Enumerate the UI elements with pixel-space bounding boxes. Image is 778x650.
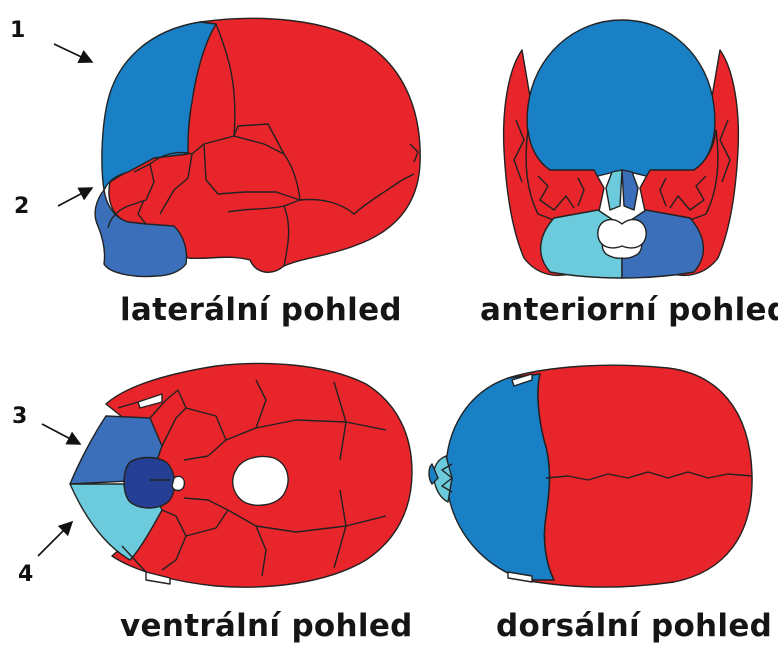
ventral-view-label: ventrální pohled bbox=[120, 608, 413, 644]
ventral-view-skull bbox=[66, 360, 416, 590]
marker-2-number: 2 bbox=[14, 194, 29, 219]
anterior-nasal-opening bbox=[598, 220, 646, 248]
lateral-view-label: laterální pohled bbox=[120, 292, 402, 328]
marker-3-number: 3 bbox=[12, 404, 27, 429]
dorsal-view-label: dorsální pohled bbox=[496, 608, 772, 644]
marker-1-arrow bbox=[54, 44, 92, 62]
lateral-view-skull bbox=[88, 14, 428, 276]
ventral-foramen-magnum bbox=[233, 457, 288, 506]
anterior-view-skull bbox=[494, 10, 750, 282]
ventral-palatine bbox=[124, 458, 175, 509]
dorsal-view-skull bbox=[428, 360, 758, 590]
anterior-view-label: anteriorní pohled bbox=[480, 292, 778, 328]
marker-4-number: 4 bbox=[18, 562, 33, 587]
marker-1-number: 1 bbox=[10, 18, 25, 43]
anterior-frontal-bone bbox=[527, 20, 715, 178]
marker-2-arrow bbox=[58, 188, 92, 206]
